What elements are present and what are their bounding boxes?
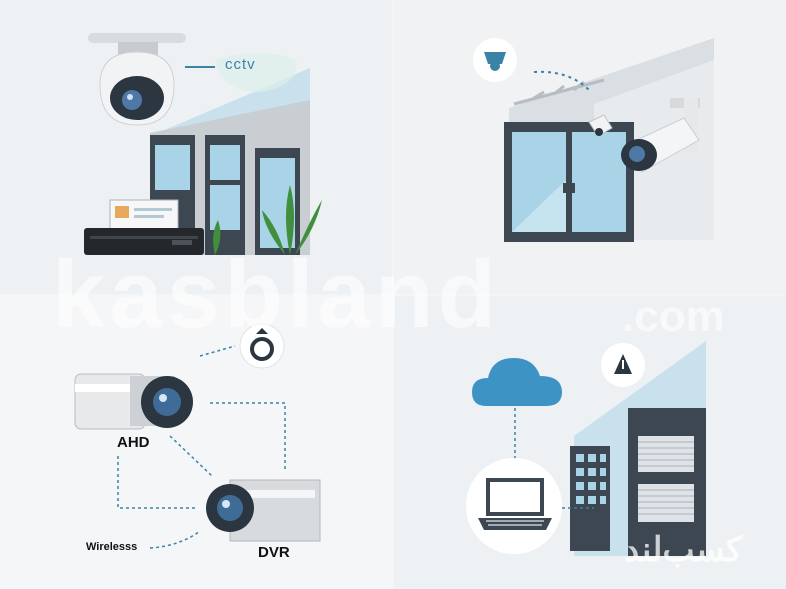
dome-camera-icon [88,33,186,126]
panel-camera-types: AHD Wirelesss DVR [0,296,392,589]
cloud-network-illustration [466,341,706,556]
wireless-label: Wirelesss [86,541,138,553]
plant-icon [213,185,322,255]
laptop-icon [478,478,552,530]
dvr-label: DVR [258,544,290,561]
dvr-camera-icon [206,479,321,542]
panel-cloud-network [394,296,786,589]
rotate-icon [250,328,274,361]
shield-icon [484,52,506,71]
dome-camera-illustration [84,33,322,255]
cloud-icon [472,358,562,406]
cctv-bubble-label: cctv [225,56,256,73]
dvr-recorder-icon [84,199,204,255]
panel-dome-camera: cctv [0,0,392,294]
panel-bullet-camera [394,0,786,294]
camera-types-illustration [74,323,321,549]
ahd-camera-icon [74,373,193,430]
ahd-label: AHD [117,434,150,451]
alert-icon [614,354,632,374]
bullet-camera-icon [588,98,700,173]
bullet-camera-illustration [473,38,714,242]
